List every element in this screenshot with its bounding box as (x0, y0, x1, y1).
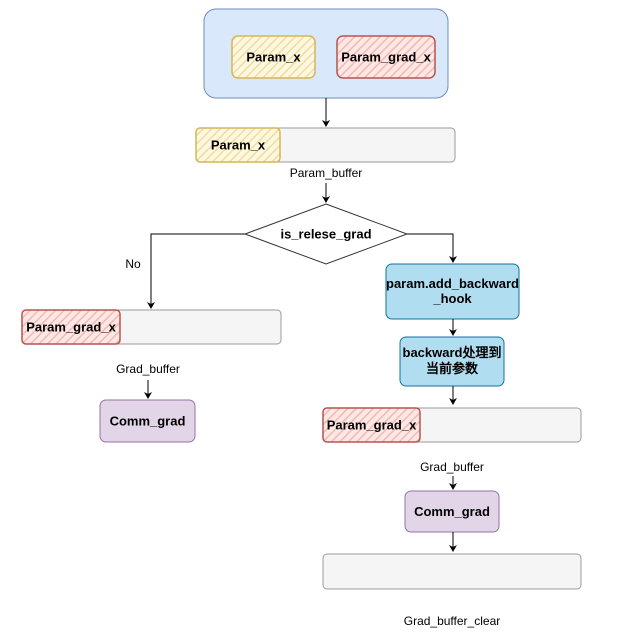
backward-process-line2: 当前参数 (426, 361, 479, 376)
edge-decision-no (147, 233, 245, 309)
cleared-grad-buffer-node[interactable] (322, 553, 582, 590)
top-param-x-node[interactable]: Param_x (231, 35, 316, 79)
add-backward-hook-line2: _hook (432, 291, 472, 306)
left-comm-grad-node[interactable]: Comm_grad (99, 399, 196, 443)
no-edge-label: No (125, 257, 141, 271)
left-grad-buffer-chip-label: Param_grad_x (26, 320, 116, 335)
backward-process-line1: backward处理到 (403, 345, 502, 360)
right-grad-buffer-label: Grad_buffer (420, 460, 484, 474)
decision-label: is_relese_grad (280, 227, 371, 242)
right-grad-buffer-node[interactable]: Param_grad_x (322, 407, 582, 443)
decision-node[interactable]: is_relese_grad (243, 203, 409, 265)
left-grad-buffer-label: Grad_buffer (116, 362, 180, 376)
param-buffer-label: Param_buffer (290, 166, 363, 180)
right-grad-buffer-chip-label: Param_grad_x (327, 418, 417, 433)
left-grad-buffer-node[interactable]: Param_grad_x (21, 309, 282, 345)
top-param-grad-x-node[interactable]: Param_grad_x (336, 35, 436, 79)
grad-buffer-clear-label: Grad_buffer_clear (404, 614, 501, 628)
top-param-x-label: Param_x (246, 50, 301, 65)
add-backward-hook-line1: param.add_backward (386, 276, 519, 291)
param-buffer-chip-label: Param_x (211, 138, 266, 153)
edge-decision-yes (407, 233, 457, 263)
add-backward-hook-node[interactable]: param.add_backward _hook (385, 263, 520, 320)
backward-process-node[interactable]: backward处理到 当前参数 (399, 336, 505, 387)
right-comm-grad-node[interactable]: Comm_grad (404, 490, 500, 533)
right-comm-grad-label: Comm_grad (414, 504, 490, 519)
top-param-grad-x-label: Param_grad_x (341, 50, 431, 65)
left-comm-grad-label: Comm_grad (110, 414, 186, 429)
param-buffer-node[interactable]: Param_x (195, 127, 456, 163)
